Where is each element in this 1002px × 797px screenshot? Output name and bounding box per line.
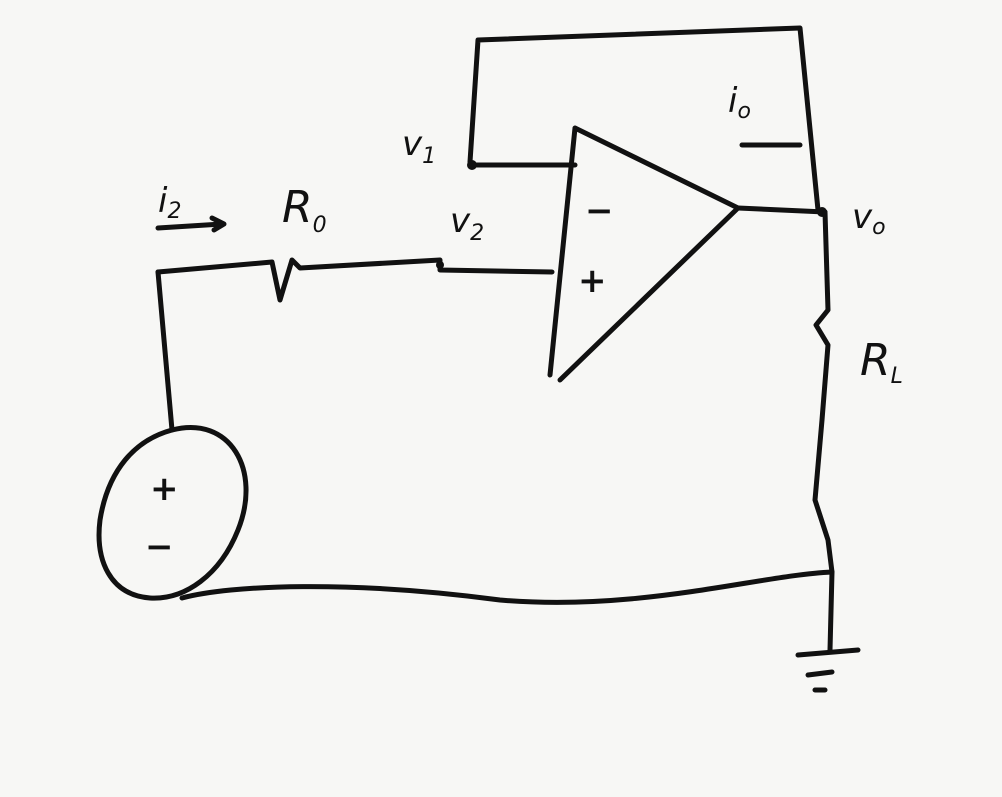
noninverting-input-wire — [155, 257, 555, 303]
i2-arrow-icon — [155, 215, 227, 233]
source-plus-sign: + — [150, 469, 179, 509]
load-resistor-wire — [812, 209, 835, 575]
label-rl: RL — [860, 335, 903, 389]
label-r0: R0 — [282, 182, 327, 238]
voltage-source — [96, 425, 249, 601]
opamp-plus-sign: + — [578, 261, 607, 301]
label-io: io — [728, 81, 751, 124]
label-v1: v1 — [402, 124, 436, 169]
node-v1 — [467, 160, 477, 170]
label-vo: vo — [852, 197, 886, 240]
source-top-wire — [155, 269, 175, 433]
node-v2 — [436, 261, 444, 269]
label-i2: i2 — [158, 181, 181, 224]
ground-wire — [827, 569, 835, 653]
ground-icon — [795, 647, 861, 693]
source-minus-sign: − — [145, 527, 174, 567]
label-v2: v2 — [450, 201, 484, 246]
output-wire — [735, 205, 828, 215]
opamp-minus-sign: − — [585, 191, 614, 231]
ground-return-wire — [179, 569, 835, 605]
feedback-wire — [467, 25, 821, 213]
opamp-triangle — [547, 125, 741, 383]
